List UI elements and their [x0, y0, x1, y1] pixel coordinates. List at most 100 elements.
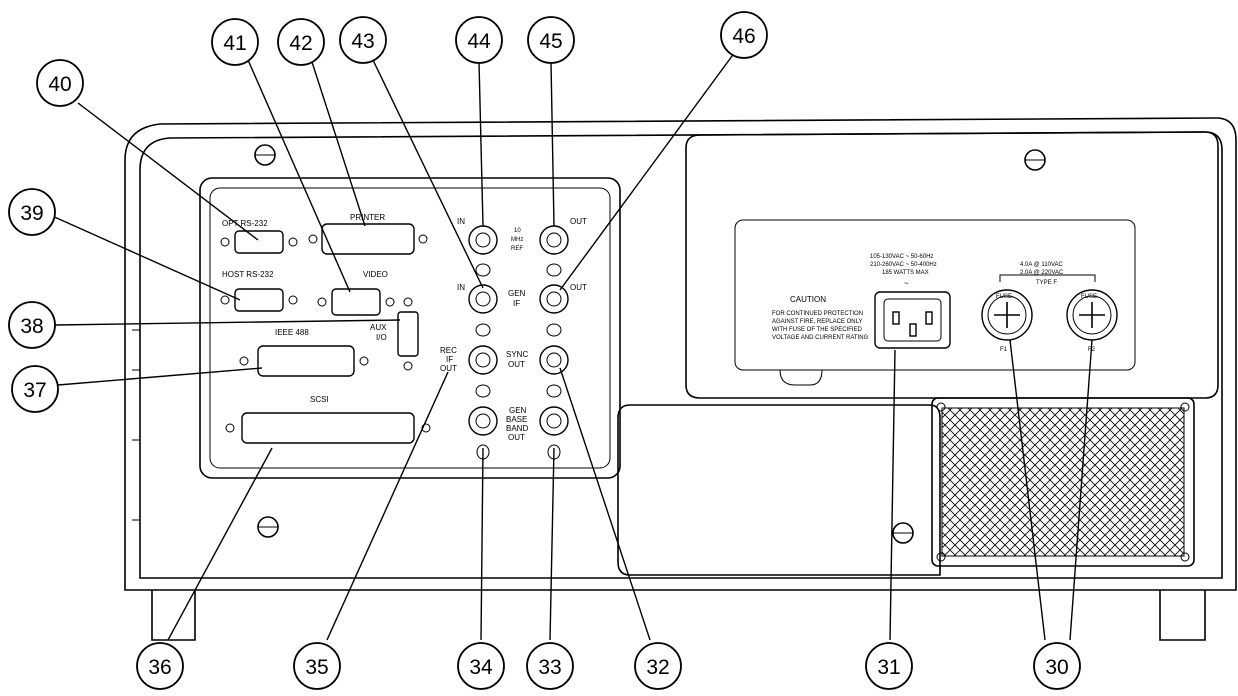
callout-40: 40 [36, 59, 84, 107]
ac-power-inlet[interactable] [874, 291, 951, 349]
io-panel: OPT RS-232 HOST RS-232 PRINTER VIDEO AUX… [199, 144, 621, 538]
bnc-gen-baseband-i[interactable] [468, 406, 498, 436]
caution-line-4: VOLTAGE AND CURRENT RATING [772, 335, 869, 341]
host-rs232-label: HOST RS-232 [222, 270, 274, 279]
gen-bb-label-1: GEN [509, 406, 527, 415]
svg-text:41: 41 [223, 32, 246, 55]
callout-36: 36 [136, 642, 184, 690]
svg-text:30: 30 [1045, 656, 1068, 679]
svg-text:34: 34 [469, 656, 493, 679]
gen-if-label-2: IF [513, 299, 520, 308]
panel-screw [1024, 149, 1046, 171]
panel-screw [892, 522, 914, 544]
vent-mesh [941, 407, 1185, 557]
rec-if-label-2: IF [446, 355, 453, 364]
bnc-rec-if-out[interactable] [468, 345, 498, 375]
ieee488-port[interactable] [257, 345, 355, 377]
aux-io-port[interactable] [397, 311, 419, 357]
caution-title: CAUTION [790, 295, 826, 304]
io-label: I/O [376, 333, 387, 342]
svg-text:40: 40 [48, 73, 71, 96]
bnc-gen-baseband-q[interactable] [539, 406, 569, 436]
ref-label-1: 10 [514, 228, 521, 234]
gen-bb-label-4: OUT [508, 433, 525, 442]
power-rating-3: 185 WATTS MAX [882, 270, 929, 276]
fuse-f1[interactable] [981, 289, 1033, 341]
callout-45: 45 [527, 16, 575, 64]
svg-text:38: 38 [20, 315, 43, 338]
scsi-label: SCSI [310, 395, 329, 404]
svg-text:42: 42 [289, 32, 312, 55]
svg-text:33: 33 [538, 656, 561, 679]
bnc-ref-in[interactable] [468, 225, 498, 255]
fuse-type: TYPE F [1036, 280, 1057, 286]
svg-text:32: 32 [646, 656, 669, 679]
sync-label-2: OUT [508, 360, 525, 369]
svg-text:46: 46 [732, 25, 755, 48]
power-rating-2: 210-260VAC ~ 50-400Hz [870, 262, 937, 268]
callout-39: 39 [8, 188, 56, 236]
bnc-out-top-label: OUT [570, 217, 587, 226]
svg-text:31: 31 [877, 656, 900, 679]
svg-text:43: 43 [351, 30, 374, 53]
callout-35: 35 [293, 642, 341, 690]
leader-lines [49, 51, 1093, 641]
panel-screw [257, 516, 279, 538]
aux-label: AUX [370, 323, 387, 332]
caution-line-2: AGAINST FIRE, REPLACE ONLY [772, 319, 862, 325]
callout-37: 37 [11, 365, 59, 413]
lower-panels [617, 397, 1195, 576]
bnc-in-top-label: IN [457, 217, 465, 226]
callout-32: 32 [634, 642, 682, 690]
svg-text:36: 36 [148, 656, 171, 679]
sync-label-1: SYNC [506, 350, 528, 359]
fuse-f2[interactable] [1066, 289, 1118, 341]
callout-44: 44 [455, 16, 503, 64]
svg-text:39: 39 [20, 202, 43, 225]
opt-rs232-port[interactable] [234, 230, 284, 254]
caution-line-1: FOR CONTINUED PROTECTION [772, 311, 863, 317]
panel-screw [254, 144, 276, 166]
chassis [124, 117, 1237, 641]
caution-line-3: WITH FUSE OF THE SPECIFIED [772, 327, 863, 333]
svg-text:45: 45 [539, 30, 562, 53]
callout-42: 42 [277, 18, 325, 66]
video-port[interactable] [331, 288, 381, 316]
callout-30: 30 [1033, 642, 1081, 690]
bnc-gen-if-out[interactable] [539, 284, 569, 314]
fuse-rating-1: 4.0A @ 110VAC [1020, 262, 1064, 268]
opt-rs232-label: OPT RS-232 [222, 219, 268, 228]
svg-text:37: 37 [23, 379, 46, 402]
callout-31: 31 [865, 642, 913, 690]
vent-grille [931, 397, 1195, 567]
fuse-cap-label-1: FUSE [996, 294, 1012, 300]
rec-if-label-1: REC [440, 346, 457, 355]
scsi-port[interactable] [241, 412, 415, 444]
bnc-ref-out[interactable] [539, 225, 569, 255]
svg-text:44: 44 [467, 30, 491, 53]
gen-if-label-1: GEN [508, 289, 526, 298]
callout-34: 34 [457, 642, 505, 690]
printer-port[interactable] [321, 223, 415, 255]
rec-if-label-3: OUT [440, 364, 457, 373]
callout-33: 33 [526, 642, 574, 690]
gen-bb-label-2: BASE [506, 415, 527, 424]
callout-43: 43 [339, 16, 387, 64]
host-rs232-port[interactable] [234, 288, 284, 312]
callout-38: 38 [8, 301, 56, 349]
bnc-in-mid-label: IN [457, 283, 465, 292]
power-panel: 105-130VAC ~ 50-60Hz 210-260VAC ~ 50-400… [685, 131, 1219, 544]
video-label: VIDEO [363, 270, 388, 279]
ac-symbol: ~ [904, 279, 909, 288]
fuse-cap-label-2: FUSE [1081, 294, 1097, 300]
bnc-out-mid-label: OUT [570, 283, 587, 292]
bnc-sync-out[interactable] [539, 345, 569, 375]
callout-41: 41 [211, 18, 259, 66]
svg-text:35: 35 [305, 656, 328, 679]
printer-label: PRINTER [350, 213, 385, 222]
fuse-rating-2: 2.0A @ 220VAC [1020, 270, 1064, 276]
callout-46: 46 [720, 11, 768, 59]
ref-label-2: MHz [511, 237, 523, 243]
bnc-gen-if-in[interactable] [468, 284, 498, 314]
